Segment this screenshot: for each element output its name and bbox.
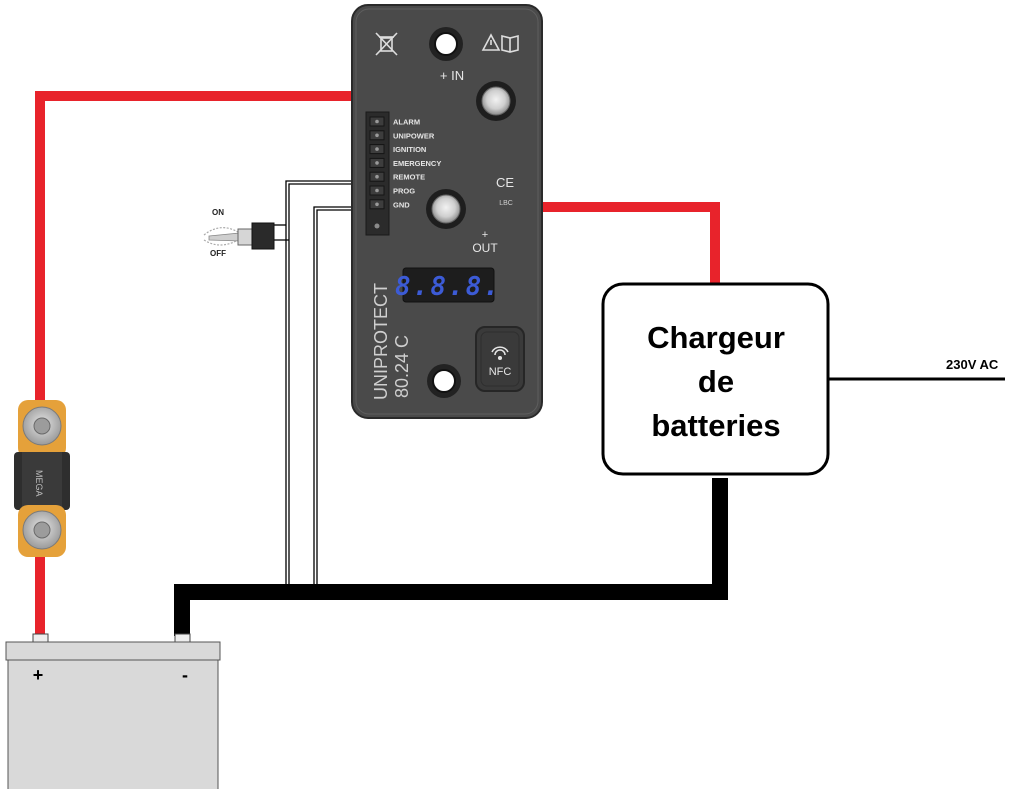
battery-plus-label: + <box>33 665 44 685</box>
connector-pin-label: REMOTE <box>393 173 425 182</box>
connector-pin-label: GND <box>393 200 410 209</box>
control-wires <box>272 180 364 585</box>
model-label: UNIPROTECT <box>371 283 391 400</box>
connector-pin-label: UNIPOWER <box>393 131 435 140</box>
battery-lid <box>5 641 221 661</box>
nfc-label: NFC <box>489 366 512 378</box>
connector-screw <box>375 119 379 124</box>
battery-charger: Chargeur de batteries <box>601 282 830 476</box>
display-digits: 8.8.8. <box>395 272 501 302</box>
switch-bushing <box>237 228 253 246</box>
connector-screw <box>375 133 379 138</box>
segment-display <box>402 267 495 303</box>
connector-pin-label: EMERGENCY <box>393 159 441 168</box>
switch-body <box>251 222 275 250</box>
connector-fixing-hole <box>374 223 380 229</box>
variant-label: 80.24 C <box>392 335 412 398</box>
battery-minus-label: - <box>182 665 188 685</box>
toggle-switch[interactable]: ON OFF <box>203 208 275 258</box>
negative-cable <box>174 478 728 636</box>
ce-mark: CE <box>496 175 514 190</box>
battery: + - <box>5 633 221 789</box>
charger-line1: Chargeur <box>647 320 785 355</box>
terminal-out-small-label: LBC <box>499 200 513 207</box>
connector-pins: ALARM UNIPOWER IGNITION EMERGENCY REMOTE PROG… <box>369 116 441 229</box>
connector-pin-label: IGNITION <box>393 145 426 154</box>
mega-fuse: MEGA <box>14 400 70 557</box>
connector-pin-label: ALARM <box>393 118 420 127</box>
charger-line2: de <box>698 364 734 399</box>
connector-screw <box>375 161 379 165</box>
fuse-label: MEGA <box>34 470 44 497</box>
terminal-in-label: + IN <box>440 68 464 83</box>
positive-cable-in-upper <box>35 91 495 405</box>
crossed-bin-icon <box>375 32 398 56</box>
warning-manual-icon <box>481 33 519 53</box>
battery-body <box>7 659 219 789</box>
uniprotect-device: + IN ALARM UNIPOWER IGNITION EMERGENCY REMOT… <box>351 4 543 419</box>
connector-pin-label: PROG <box>393 187 415 196</box>
switch-off-label: OFF <box>210 249 226 258</box>
terminal-out-sign: + <box>482 229 488 241</box>
switch-lever <box>208 232 241 242</box>
connector-screw <box>375 174 379 179</box>
connector-screw <box>375 147 379 151</box>
terminal-out-label: OUT <box>472 241 498 255</box>
switch-on-label: ON <box>212 208 224 217</box>
connector-screw <box>375 202 379 207</box>
charger-box <box>601 282 830 476</box>
mains-label: 230V AC <box>946 357 999 372</box>
connector-screw <box>375 188 379 193</box>
charger-line3: batteries <box>651 408 780 443</box>
nfc-wave-icon <box>491 346 509 361</box>
